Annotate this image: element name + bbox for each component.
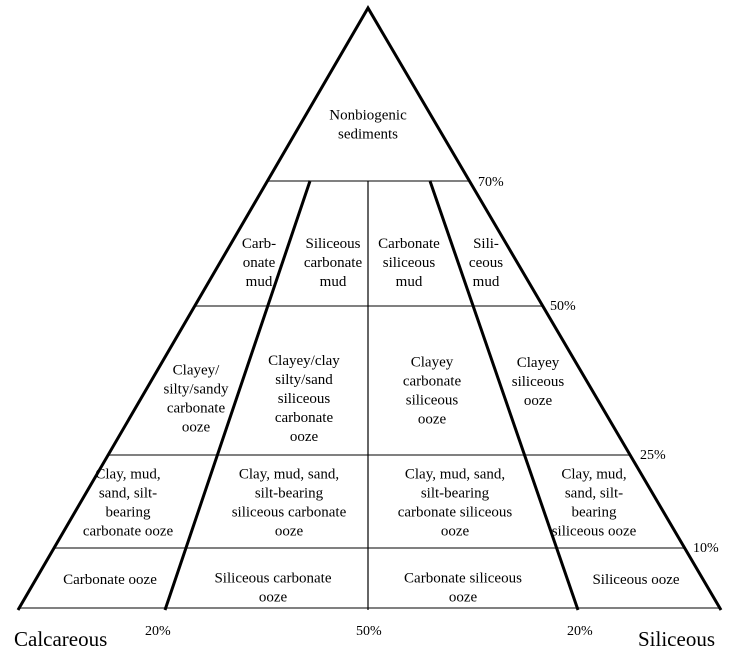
region-label-line: Carbonate ooze — [63, 572, 157, 588]
region-label-line: siliceous — [512, 374, 565, 390]
region-label-line: silt-bearing — [255, 486, 324, 502]
region-label-line: carbonate ooze — [83, 524, 174, 540]
region-label-line: bearing — [106, 505, 151, 521]
region-siliceous-ooze: Siliceous ooze — [592, 572, 679, 588]
region-label-line: ooze — [524, 393, 553, 409]
region-label-line: silt-bearing — [421, 486, 490, 502]
region-label-line: siliceous — [383, 255, 436, 271]
region-label-line: ooze — [441, 524, 470, 540]
region-label-line: ooze — [259, 590, 288, 606]
region-label-line: Clayey — [411, 355, 454, 371]
corner-label-calcareous: Calcareous — [14, 627, 107, 651]
region-label-line: siliceous — [406, 393, 459, 409]
region-label-line: ooze — [182, 420, 211, 436]
region-label-line: Clay, mud, sand, — [239, 467, 339, 483]
region-labels: NonbiogenicsedimentsCarb-onatemudSiliceo… — [63, 108, 680, 606]
level-label-50: 50% — [550, 299, 576, 314]
region-label-line: mud — [246, 274, 273, 290]
region-silt-bearing-carbonate-siliceous-ooze: Clay, mud, sand, silt-bearing carbonate si… — [398, 467, 513, 540]
region-label-line: siliceous carbonate — [232, 505, 347, 521]
region-label-line: Nonbiogenic — [329, 108, 407, 124]
region-label-line: silty/sand — [275, 372, 333, 388]
triangle-outline — [16, 5, 723, 611]
level-label-70: 70% — [478, 175, 504, 190]
region-label-line: Siliceous ooze — [592, 572, 679, 588]
region-label-line: sand, silt- — [99, 486, 157, 502]
region-label-line: onate — [243, 255, 276, 271]
region-silt-bearing-siliceous-carbonate-ooze: Clay, mud, sand, silt-bearing siliceous ca… — [232, 467, 347, 540]
region-silt-bearing-carbonate-ooze: Clay, mud, sand, silt-bearing carbonate oo… — [83, 467, 174, 540]
region-label-line: sediments — [338, 127, 398, 143]
region-label-line: Clay, mud, sand, — [405, 467, 505, 483]
region-clayey-siliceous-ooze: Clayey siliceous ooze — [512, 355, 565, 409]
region-siliceous-carbonate-mud: Siliceous carbonate mud — [304, 236, 363, 290]
region-label-line: bearing — [572, 505, 617, 521]
region-label-line: Siliceous — [306, 236, 361, 252]
level-label-25: 25% — [640, 448, 666, 463]
region-label-line: carbonate — [403, 374, 462, 390]
region-label-line: ooze — [449, 590, 478, 606]
base-labels: 20% 50% 20% — [145, 624, 593, 639]
left-inner-boundary — [163, 180, 312, 611]
base-label-left-20: 20% — [145, 624, 171, 639]
region-label-line: silty/sandy — [163, 382, 229, 398]
region-label-line: carbonate — [167, 401, 226, 417]
region-silt-bearing-siliceous-ooze: Clay, mud, sand, silt-bearing siliceous oo… — [552, 467, 637, 540]
region-carbonate-siliceous-ooze: Carbonate siliceous ooze — [404, 571, 522, 606]
corner-label-siliceous: Siliceous — [638, 627, 715, 651]
region-label-line: siliceous — [278, 391, 331, 407]
region-label-line: ooze — [418, 412, 447, 428]
region-label-line: Carb- — [242, 236, 276, 252]
level-labels: 70% 50% 25% 10% — [478, 175, 719, 556]
region-clayey-carbonate-ooze: Clayey/silty/sandy carbonate ooze — [163, 363, 229, 436]
region-siliceous-mud: Sili-ceous mud — [469, 236, 503, 290]
region-label-line: Sili- — [473, 236, 499, 252]
region-label-line: siliceous ooze — [552, 524, 637, 540]
base-label-center-50: 50% — [356, 624, 382, 639]
region-label-line: ooze — [275, 524, 304, 540]
grid-lines — [16, 5, 723, 611]
region-clayey-carbonate-siliceous-ooze: Clayey carbonate siliceous ooze — [403, 355, 462, 428]
region-clayey-siliceous-carbonate-ooze: Clayey/clay silty/sand siliceous carbonate o… — [268, 353, 340, 445]
base-label-right-20: 20% — [567, 624, 593, 639]
right-inner-boundary — [428, 180, 580, 611]
region-label-line: ooze — [290, 429, 319, 445]
region-label-line: sand, silt- — [565, 486, 623, 502]
region-carbonate-ooze: Carbonate ooze — [63, 572, 157, 588]
region-label-line: carbonate — [304, 255, 363, 271]
level-label-10: 10% — [693, 541, 719, 556]
region-label-line: Clayey/ — [173, 363, 220, 379]
region-label-line: Carbonate siliceous — [404, 571, 522, 587]
region-label-line: carbonate — [275, 410, 334, 426]
region-carbonate-siliceous-mud: Carbonate siliceous mud — [378, 236, 440, 290]
region-label-line: Carbonate — [378, 236, 440, 252]
region-label-line: mud — [320, 274, 347, 290]
region-label-line: Clayey/clay — [268, 353, 340, 369]
region-label-line: Clay, mud, — [561, 467, 626, 483]
region-label-line: mud — [396, 274, 423, 290]
region-label-line: mud — [473, 274, 500, 290]
region-nonbiogenic-sediments: Nonbiogenic sediments — [329, 108, 407, 143]
region-label-line: Clayey — [517, 355, 560, 371]
region-label-line: ceous — [469, 255, 503, 271]
region-label-line: carbonate siliceous — [398, 505, 513, 521]
region-siliceous-carbonate-ooze: Siliceous carbonate ooze — [214, 571, 331, 606]
region-label-line: Clay, mud, — [95, 467, 160, 483]
region-carbonate-mud: Carb-onate mud — [242, 236, 276, 290]
region-label-line: Siliceous carbonate — [214, 571, 331, 587]
